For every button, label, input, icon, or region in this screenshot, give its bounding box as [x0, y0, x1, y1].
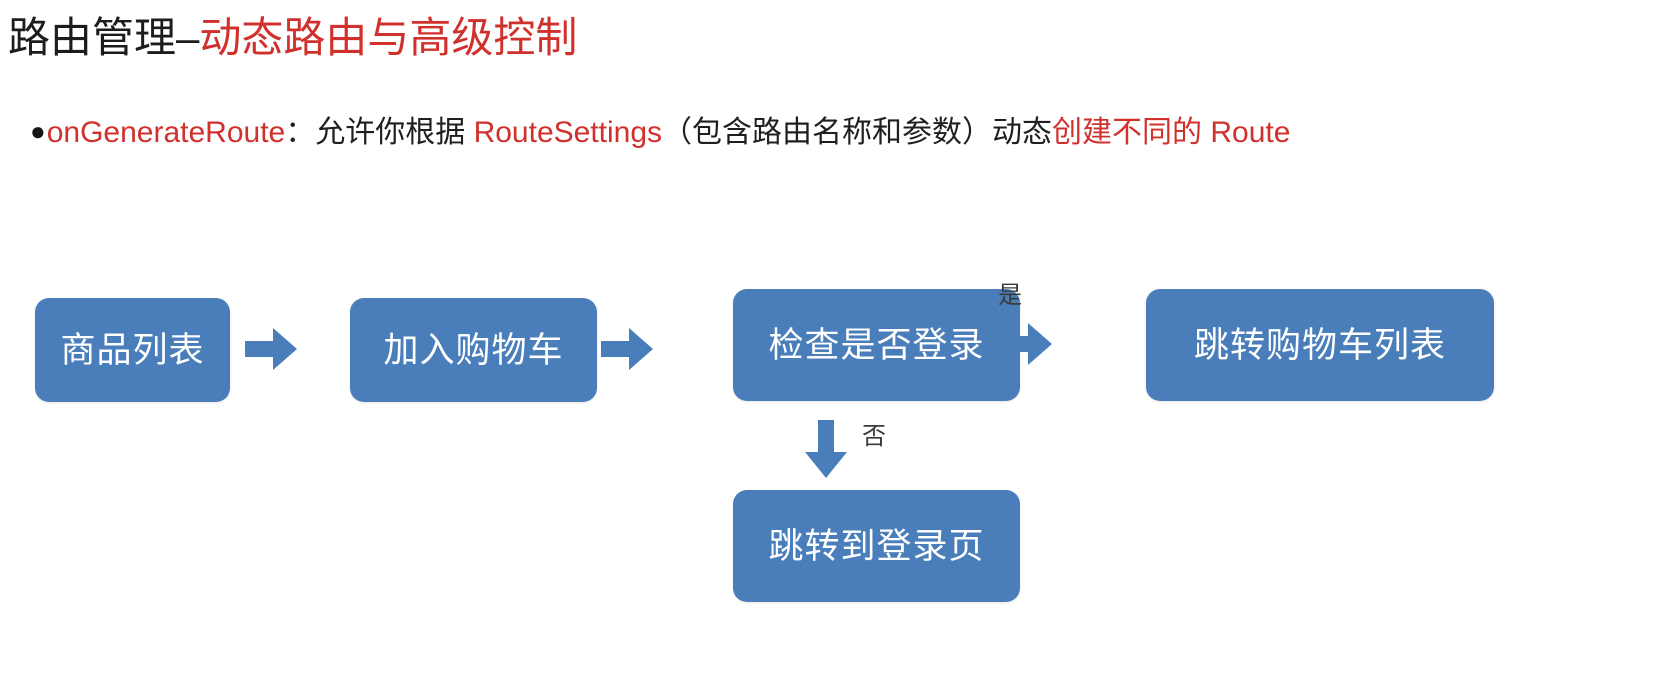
bullet-text-2: （包含路由名称和参数）动态	[662, 116, 1053, 149]
bullet-item: ●onGenerateRoute：允许你根据 RouteSettings（包含路…	[30, 108, 1290, 156]
edge-label-yes: 是	[998, 282, 1022, 309]
page-title-highlight: 动态路由与高级控制	[199, 14, 578, 61]
page-title-prefix: 路由管理–	[8, 14, 200, 61]
bullet-text-1: ：允许你根据	[285, 116, 474, 149]
flow-node-go-to-login[interactable]: 跳转到登录页	[733, 490, 1020, 602]
bullet-routesettings: RouteSettings	[473, 116, 663, 149]
page-title: 路由管理–动态路由与高级控制	[8, 10, 577, 66]
arrow-right-icon	[1000, 320, 1052, 368]
arrow-down-icon	[805, 420, 847, 478]
bullet-text-3: 创建不同的 Route	[1052, 116, 1291, 149]
bullet-marker-icon: ●	[30, 116, 46, 146]
arrow-right-icon	[245, 325, 297, 373]
flow-node-add-to-cart[interactable]: 加入购物车	[350, 298, 597, 402]
flow-node-go-to-cart-list[interactable]: 跳转购物车列表	[1146, 289, 1494, 401]
bullet-api-name: onGenerateRoute	[46, 116, 286, 149]
edge-label-no: 否	[862, 423, 886, 450]
flow-node-check-login[interactable]: 检查是否登录	[733, 289, 1020, 401]
flow-node-product-list[interactable]: 商品列表	[35, 298, 230, 402]
arrow-right-icon	[601, 325, 653, 373]
